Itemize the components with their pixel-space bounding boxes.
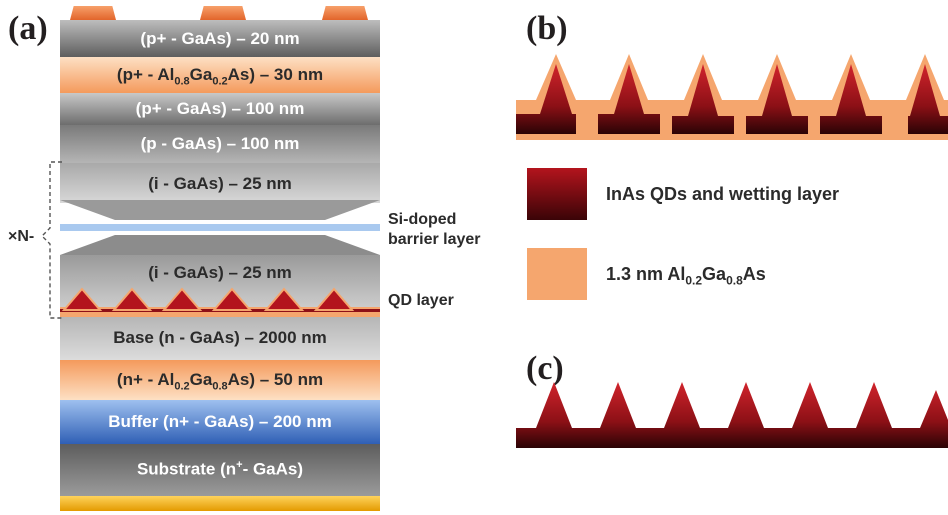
- repeat-bracket: [41, 161, 62, 319]
- panel-b-structure: [516, 54, 948, 140]
- layer-p-plus-gaas-20nm: (p+ - GaAs) – 20 nm: [60, 20, 380, 57]
- layer-n-plus-algaas-50nm: (n+ - Al0.2Ga0.8As) – 50 nm: [60, 360, 380, 400]
- layer-label: (p+ - GaAs) – 100 nm: [135, 99, 305, 118]
- quantum-dot: [161, 287, 203, 311]
- layer-i-gaas-upper: (i - GaAs) – 25 nm: [60, 163, 380, 203]
- barrier-region: [60, 200, 380, 255]
- layer-p-plus-algaas-30nm: (p+ - Al0.8Ga0.2As) – 30 nm: [60, 57, 380, 93]
- panel-b-qd: [908, 64, 948, 134]
- layer-label: Base (n - GaAs) – 2000 nm: [113, 328, 327, 347]
- qd-interface: [60, 313, 380, 317]
- panel-c-qd-layer: [516, 382, 948, 448]
- top-contact: [322, 6, 368, 20]
- quantum-dot: [211, 287, 253, 311]
- layer-label: Buffer (n+ - GaAs) – 200 nm: [108, 412, 332, 431]
- top-contact: [70, 6, 116, 20]
- layer-label: (p+ - GaAs) – 20 nm: [140, 29, 300, 48]
- quantum-dot: [263, 287, 305, 311]
- barrier-label-line2: barrier layer: [388, 231, 481, 248]
- layer-base-n-gaas: Base (n - GaAs) – 2000 nm: [60, 317, 380, 360]
- panel-b-qd: [746, 64, 808, 134]
- repeat-label: ×N-: [8, 228, 35, 245]
- layer-buffer-n-plus-gaas: Buffer (n+ - GaAs) – 200 nm: [60, 400, 380, 444]
- qd-layer-dots: [60, 287, 380, 317]
- layer-label: Substrate (n+- GaAs): [136, 459, 304, 479]
- panel-label-a: (a): [8, 10, 48, 47]
- quantum-dot: [61, 287, 103, 311]
- panel-c-structure: [516, 382, 948, 448]
- layer-label: (n+ - Al0.2Ga0.8As) – 50 nm: [116, 370, 324, 393]
- top-contact: [200, 6, 246, 20]
- quantum-dot: [313, 287, 355, 311]
- panel-b-qd: [820, 64, 882, 134]
- legend-label-qd: InAs QDs and wetting layer: [606, 184, 840, 204]
- quantum-dot: [111, 287, 153, 311]
- layer-p-plus-gaas-100nm: (p+ - GaAs) – 100 nm: [60, 93, 380, 125]
- panel-b-qd: [516, 64, 576, 134]
- legend-swatch-qd: [527, 168, 587, 220]
- legend-label-algaas: 1.3 nm Al0.2Ga0.8As: [606, 264, 766, 288]
- layer-label: (p - GaAs) – 100 nm: [140, 134, 300, 153]
- bottom-contact: [60, 496, 380, 511]
- si-doped-barrier: [60, 224, 380, 231]
- lower-taper: [60, 235, 380, 255]
- layer-label: (p+ - Al0.8Ga0.2As) – 30 nm: [116, 65, 324, 88]
- panel-label-c: (c): [526, 350, 564, 387]
- upper-taper: [60, 200, 380, 220]
- barrier-label-line1: Si-doped: [388, 211, 457, 228]
- layer-p-gaas-100nm: (p - GaAs) – 100 nm: [60, 125, 380, 163]
- panel-label-b: (b): [526, 10, 568, 47]
- legend-swatch-algaas: [527, 248, 587, 300]
- layer-label: (i - GaAs) – 25 nm: [148, 263, 292, 282]
- layer-substrate: Substrate (n+- GaAs): [60, 444, 380, 496]
- qd-layer-label: QD layer: [388, 292, 454, 309]
- panel-b-qd: [672, 64, 734, 134]
- panel-b-qd: [598, 64, 660, 134]
- layer-label: (i - GaAs) – 25 nm: [148, 174, 292, 193]
